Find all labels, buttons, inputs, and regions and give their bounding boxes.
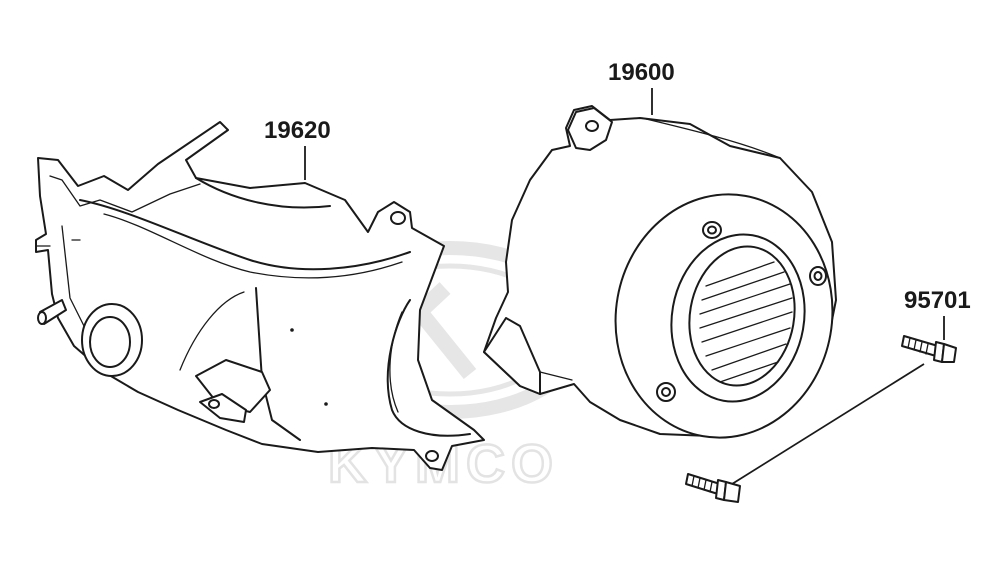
part-number-19620: 19620 xyxy=(264,117,331,144)
fan-cover-part[interactable] xyxy=(483,105,852,455)
leader-lines xyxy=(304,88,945,485)
part-number-19600: 19600 xyxy=(608,59,675,86)
part-number-95701: 95701 xyxy=(904,287,971,314)
fan-cover-grille xyxy=(699,261,793,383)
bolt-part[interactable] xyxy=(685,335,957,503)
shroud-part[interactable] xyxy=(35,121,485,471)
